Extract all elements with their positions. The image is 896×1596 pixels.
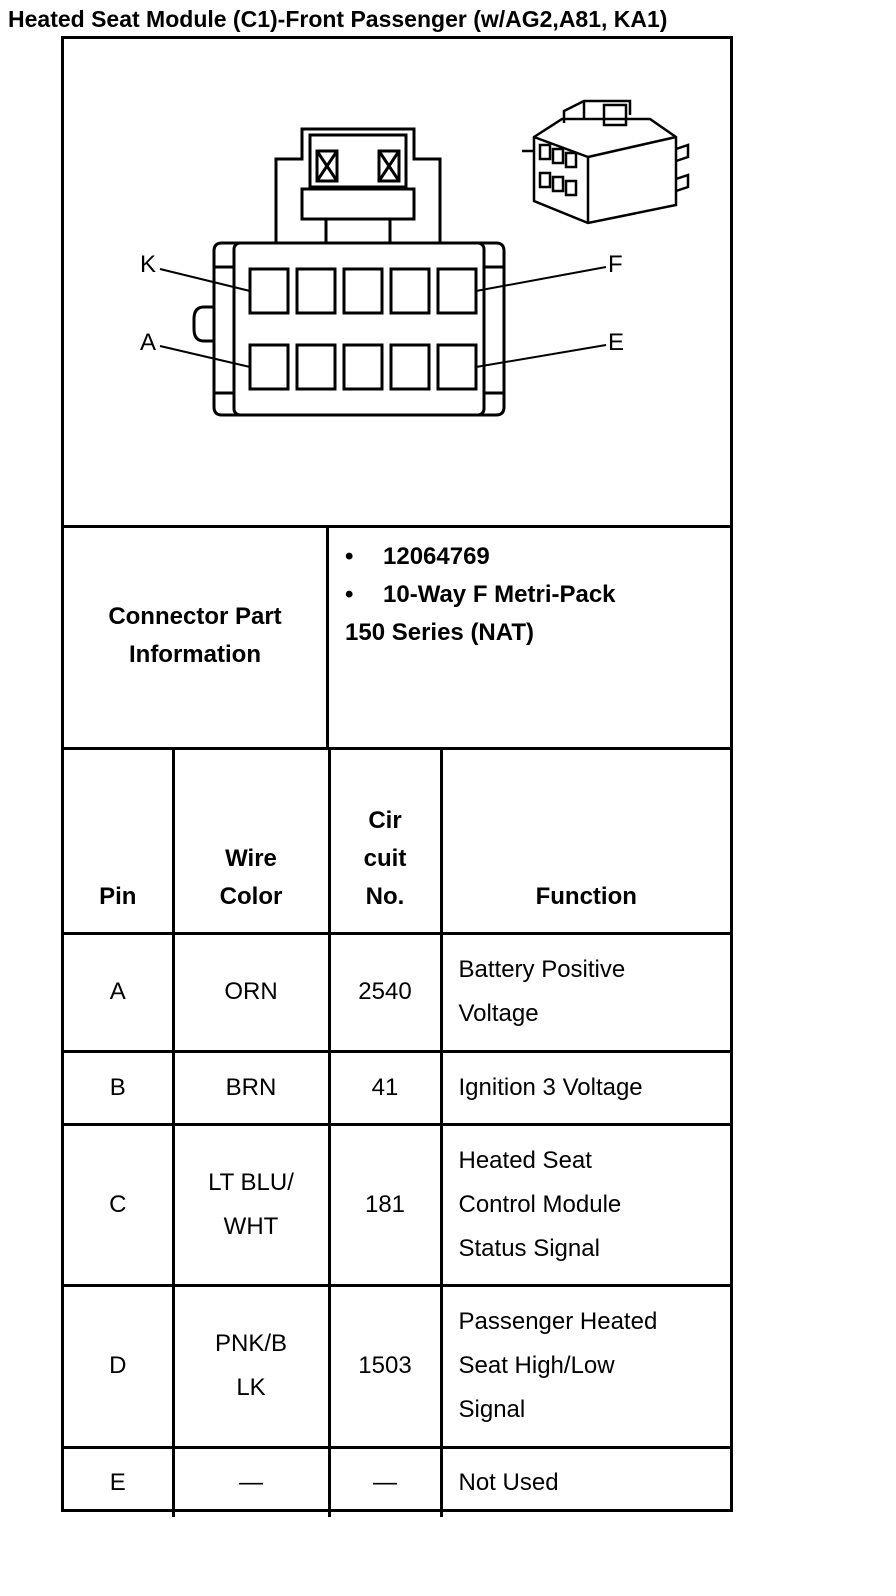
cell-pin: C xyxy=(64,1122,175,1287)
cell-circuit-no: 2540 xyxy=(327,931,443,1053)
cell-wire-color: LT BLU/ WHT xyxy=(171,1122,331,1287)
connector-latch xyxy=(274,127,442,243)
info-label-line: Information xyxy=(128,641,261,668)
pin-leader-lines xyxy=(159,266,607,368)
table-header-row: Pin Wire Color Cir cuit No. Function xyxy=(64,750,730,935)
connector-series: 150 Series (NAT) xyxy=(345,619,534,646)
connector-body xyxy=(192,241,506,417)
cell-pin: D xyxy=(64,1283,175,1449)
header-wire-color: Wire Color xyxy=(171,750,331,935)
connector-info-values: • 12064769 • 10-Way F Metri-Pack 150 Serie… xyxy=(329,525,729,747)
cell-circuit-no: 1503 xyxy=(327,1283,443,1449)
pinout-table: Pin Wire Color Cir cuit No. Function A O… xyxy=(64,750,730,1517)
table-row: C LT BLU/ WHT 181 Heated Seat Control Mo… xyxy=(64,1122,730,1287)
cell-circuit-no: 41 xyxy=(327,1049,443,1126)
pin-label-e: E xyxy=(608,329,625,356)
pin-label-k: K xyxy=(140,251,157,278)
connector-diagram: K F A E xyxy=(64,39,730,528)
cell-function: Not Used xyxy=(439,1445,730,1517)
part-number: 12064769 xyxy=(383,543,490,570)
table-row: E — — Not Used xyxy=(64,1445,730,1517)
page-title: Heated Seat Module (C1)-Front Passenger … xyxy=(8,6,668,32)
connector-info-label: Connector Part Information xyxy=(64,525,329,747)
cell-function: Ignition 3 Voltage xyxy=(439,1049,730,1126)
header-circuit-no: Cir cuit No. xyxy=(327,750,443,935)
info-label-line: Connector Part xyxy=(108,603,282,630)
bullet: • xyxy=(345,543,354,570)
cell-wire-color: — xyxy=(171,1445,331,1517)
header-function: Function xyxy=(439,750,730,935)
table-row: B BRN 41 Ignition 3 Voltage xyxy=(64,1049,730,1126)
cell-pin: B xyxy=(64,1049,175,1126)
bullet: • xyxy=(345,581,354,608)
connector-face-drawing xyxy=(159,99,690,417)
pin-cavities xyxy=(248,267,478,391)
cell-wire-color: ORN xyxy=(171,931,331,1053)
connector-description: 10-Way F Metri-Pack xyxy=(383,581,616,608)
connector-isometric-view xyxy=(522,99,690,225)
cell-function: Battery Positive Voltage xyxy=(439,931,730,1053)
cell-pin: E xyxy=(64,1445,175,1517)
connector-sheet: K F A E Connector Part Information • 1206… xyxy=(61,36,733,1517)
table-row: A ORN 2540 Battery Positive Voltage xyxy=(64,931,730,1053)
connector-part-information: Connector Part Information • 12064769 • 10… xyxy=(64,525,730,750)
cell-wire-color: PNK/B LK xyxy=(171,1283,331,1449)
cell-circuit-no: — xyxy=(327,1445,443,1517)
pin-label-f: F xyxy=(608,251,623,278)
cell-function: Heated Seat Control Module Status Signal xyxy=(439,1122,730,1287)
header-pin: Pin xyxy=(64,750,175,935)
cell-function: Passenger Heated Seat High/Low Signal xyxy=(439,1283,730,1449)
part-number-line: • 12064769 xyxy=(345,543,490,571)
cell-circuit-no: 181 xyxy=(327,1122,443,1287)
pin-label-a: A xyxy=(140,329,157,356)
table-row: D PNK/B LK 1503 Passenger Heated Seat Hi… xyxy=(64,1283,730,1449)
cell-wire-color: BRN xyxy=(171,1049,331,1126)
description-line: • 10-Way F Metri-Pack xyxy=(345,581,616,609)
cell-pin: A xyxy=(64,931,175,1053)
